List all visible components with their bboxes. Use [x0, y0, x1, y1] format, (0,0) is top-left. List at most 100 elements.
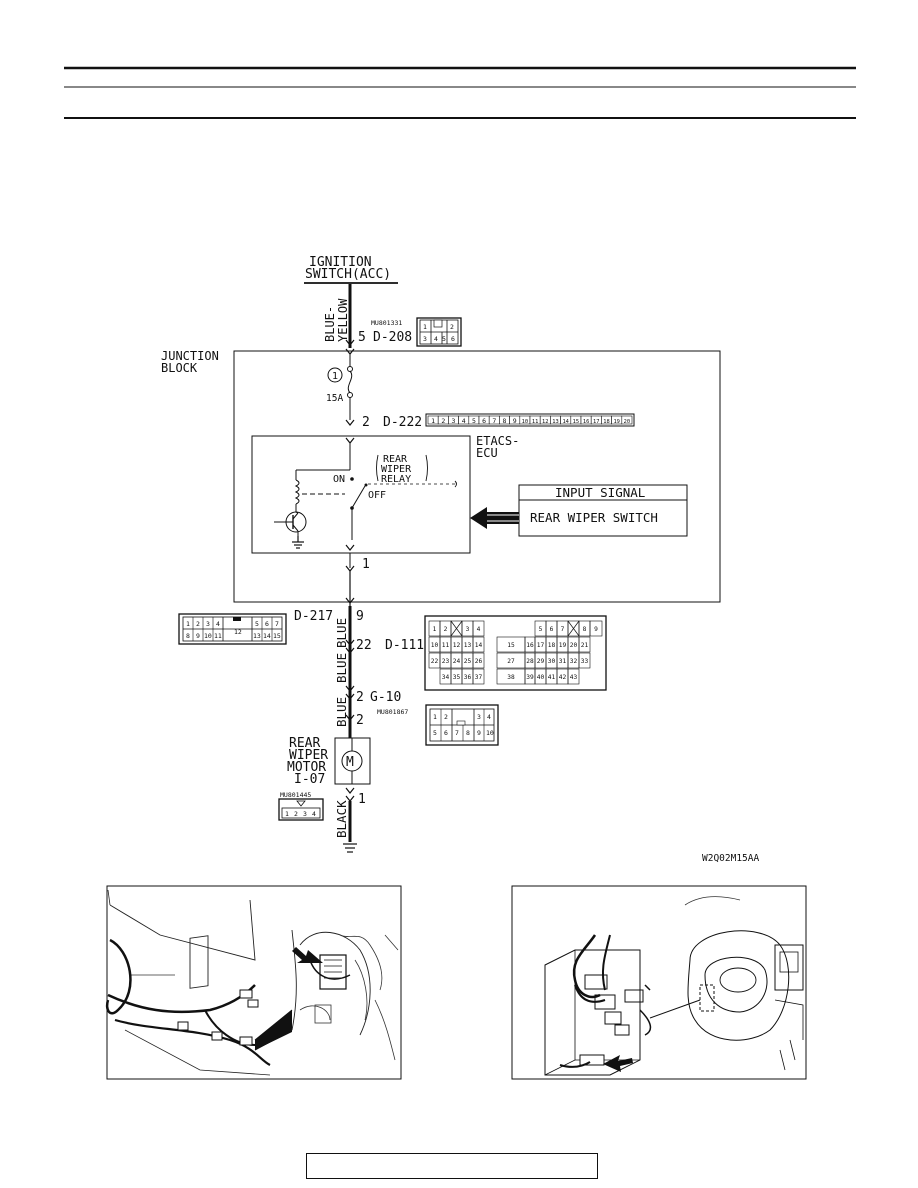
- d111-pin-cell: [589, 620, 603, 637]
- d222-pin-label: 4: [462, 417, 466, 425]
- d111-pin-label: 10: [431, 642, 439, 649]
- connector-i07: 1 2 3 4: [278, 798, 324, 821]
- d222-pin-label: 9: [513, 417, 517, 425]
- svg-text:3: 3: [423, 335, 427, 343]
- svg-text:1: 1: [186, 620, 190, 628]
- svg-text:7: 7: [455, 729, 459, 737]
- d111-pin-label: 38: [507, 674, 515, 681]
- pin-g10-a: 2: [356, 690, 364, 705]
- d111-pin-label: 3: [466, 626, 470, 633]
- d111-pin-label: 28: [526, 658, 534, 665]
- pin-motor-gnd: 1: [358, 792, 366, 807]
- input-signal-title: INPUT SIGNAL: [555, 485, 645, 500]
- svg-text:6: 6: [451, 335, 455, 343]
- svg-text:2: 2: [444, 713, 448, 721]
- etacs-label-2: ECU: [476, 446, 498, 460]
- conn-g10-label: G-10: [370, 690, 401, 705]
- d111-pin-cell: [472, 620, 485, 637]
- svg-text:REAR: REAR: [289, 736, 320, 751]
- pin-d217: 9: [356, 609, 364, 624]
- d111-pin-label: 29: [537, 658, 545, 665]
- svg-text:I-07: I-07: [294, 772, 325, 787]
- d222-pin-label: 16: [583, 419, 590, 425]
- d111-pin-label: 9: [594, 626, 598, 633]
- ignition-label-2: SWITCH(ACC): [305, 267, 391, 282]
- d222-pin-label: 14: [562, 419, 569, 425]
- junction-label-1: JUNCTION: [161, 349, 219, 363]
- input-arrow: [470, 507, 519, 529]
- conn-d208-label: D-208: [373, 330, 412, 345]
- d222-pin-label: 10: [522, 419, 529, 425]
- fuse-number-circle: [327, 367, 343, 383]
- wire-color-black: BLACK: [334, 800, 349, 838]
- svg-text:REAR: REAR: [383, 454, 408, 465]
- svg-text:14: 14: [263, 632, 271, 640]
- location-illustration-left: [105, 885, 402, 1080]
- svg-text:4: 4: [434, 335, 438, 343]
- d111-pin-label: 23: [442, 658, 450, 665]
- d111-pin-label: 14: [475, 642, 483, 649]
- d111-pin-cell: [578, 652, 591, 669]
- conn-d222-label: D-222: [383, 415, 422, 430]
- d222-pin-label: 11: [532, 419, 539, 425]
- svg-text:2: 2: [294, 810, 298, 818]
- d111-pin-label: 24: [453, 658, 461, 665]
- d222-pin-label: 19: [613, 419, 620, 425]
- d111-pin-label: 27: [507, 658, 515, 665]
- part-no-d208: MU801331: [371, 319, 402, 327]
- junction-block-box: [233, 350, 721, 603]
- d111-pin-label: 13: [464, 642, 472, 649]
- d111-pin-label: 39: [526, 674, 534, 681]
- svg-text:8: 8: [186, 632, 190, 640]
- rear-wiper-motor: REAR WIPER MOTOR I-07 M: [287, 736, 371, 787]
- d111-pin-cell: [567, 668, 580, 685]
- d111-pin-label: 37: [475, 674, 483, 681]
- d222-pin-label: 18: [603, 419, 610, 425]
- d111-pin-label: 33: [581, 658, 589, 665]
- ground-symbol: [343, 843, 357, 853]
- fuse-number: 1: [332, 371, 338, 382]
- header-rules: [64, 66, 856, 119]
- d111-pin-label: 36: [464, 674, 472, 681]
- wire-color-blue: BLUE BLUE BLUE: [334, 618, 349, 727]
- rear-wiper-relay: REAR WIPER RELAY ON OFF: [274, 443, 457, 549]
- d111-pin-label: 2: [444, 626, 448, 633]
- svg-text:6: 6: [444, 729, 448, 737]
- svg-text:11: 11: [214, 632, 222, 640]
- svg-text:6: 6: [265, 620, 269, 628]
- d111-pin-label: 20: [570, 642, 578, 649]
- d111-pin-label: 16: [526, 642, 534, 649]
- svg-text:10: 10: [486, 729, 494, 737]
- wiring-diagram: IGNITION SWITCH(ACC) BLUE- YELLOW MU8013…: [161, 255, 759, 864]
- pin-d111: 22: [356, 638, 372, 653]
- conn-d217-label: D-217: [294, 609, 333, 624]
- svg-text:3: 3: [206, 620, 210, 628]
- d111-pin-cell: [472, 652, 485, 669]
- svg-text:2: 2: [450, 323, 454, 331]
- svg-text:1: 1: [423, 323, 427, 331]
- d111-pin-label: 32: [570, 658, 578, 665]
- d222-pin-label: 3: [452, 417, 456, 425]
- svg-text:BLUE: BLUE: [334, 618, 349, 648]
- footer-page-box: [306, 1153, 598, 1179]
- d222-pin-label: 20: [624, 419, 631, 425]
- motor-symbol: M: [346, 755, 354, 770]
- svg-text:BLUE-: BLUE-: [323, 306, 337, 342]
- pin-ecu-out: 1: [362, 557, 370, 572]
- d222-pin-cell: [621, 415, 633, 425]
- svg-text:3: 3: [477, 713, 481, 721]
- svg-text:OFF: OFF: [368, 490, 386, 501]
- junction-label-2: BLOCK: [161, 361, 198, 375]
- d111-pin-label: 30: [548, 658, 556, 665]
- d111-pin-label: 5: [539, 626, 543, 633]
- d111-pin-label: 43: [570, 674, 578, 681]
- d111-pin-label: 31: [559, 658, 567, 665]
- svg-text:8: 8: [466, 729, 470, 737]
- d222-pin-label: 5: [472, 417, 476, 425]
- svg-text:ON: ON: [333, 474, 345, 485]
- svg-text:5: 5: [442, 335, 446, 343]
- d111-pin-label: 21: [581, 642, 589, 649]
- part-no-i07: MU801445: [280, 791, 311, 799]
